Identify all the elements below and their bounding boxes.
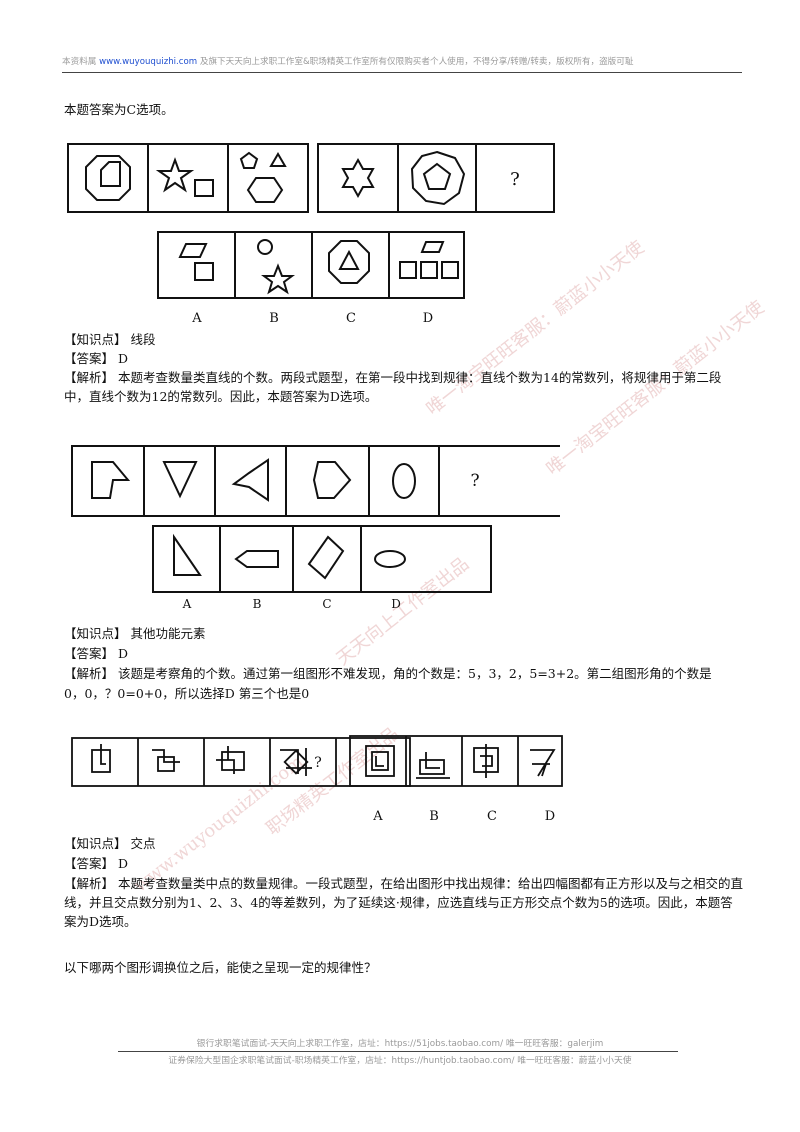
knowledge-label: 【知识点】 [64,836,127,851]
q2-option-c: C [322,597,331,611]
analysis-text: 本题考查数量类中点的数量规律。一段式题型，在给出图形中找出规律：给出四幅图都有正… [64,876,744,929]
knowledge-label: 【知识点】 [64,626,127,641]
header-suffix: 及旗下天天向上求职工作室&职场精英工作室所有仅限购买者个人使用，不得分享/转赠/… [197,57,634,67]
answer-value: D [118,351,129,366]
q3-answer-row: 【答案】 D [64,854,128,873]
q2-figure: ? A B C D [71,445,560,611]
q1-figure: ? A B C D [67,143,555,326]
footer-divider [118,1051,678,1052]
analysis-label: 【解析】 [64,666,115,681]
knowledge-value: 交点 [130,836,156,851]
q2-question-mark: ? [470,471,479,491]
q2-analysis-line2: 0，0，？0=0+0，所以选择D 第三个也是0 [64,686,310,701]
answer-label: 【答案】 [64,856,115,871]
q2-knowledge-row: 【知识点】 其他功能元素 [64,624,206,643]
q3-option-b: B [429,809,439,824]
q1-answer-row: 【答案】 D [64,349,128,368]
q2-option-b: B [253,597,262,611]
analysis-label: 【解析】 [64,876,115,891]
q3-analysis: 【解析】 本题考查数量类中点的数量规律。一段式题型，在给出图形中找出规律：给出四… [64,874,744,931]
footer-line-1: 银行求职笔试面试-天天向上求职工作室，店址：https://51jobs.tao… [196,1039,604,1049]
q3-figure: ? A B C D [71,735,563,824]
q1-option-b: B [269,311,279,326]
header-prefix: 本资料属 [62,57,100,67]
page-header: 本资料属 www.wuyouquizhi.com 及旗下天天向上求职工作室&职场… [62,54,742,73]
footer-line-2: 证券保险大型国企求职笔试面试-职场精英工作室，店址：https://huntjo… [168,1056,632,1066]
q3-option-d: D [545,809,555,824]
answer-label: 【答案】 [64,351,115,366]
q1-option-c: C [346,311,356,326]
knowledge-value: 线段 [130,332,156,347]
q2-option-d: D [391,597,401,611]
q1-question-mark: ? [510,169,520,190]
answer-label: 【答案】 [64,646,115,661]
q3-question-mark: ? [314,755,322,771]
knowledge-label: 【知识点】 [64,332,127,347]
q1-analysis: 【解析】 本题考查数量类直线的个数。两段式题型，在第一段中找到规律：直线个数为1… [64,368,744,406]
q1-option-a: A [191,311,202,326]
q3-knowledge-row: 【知识点】 交点 [64,834,156,853]
q1-option-d: D [423,311,433,326]
analysis-text: 本题考查数量类直线的个数。两段式题型，在第一段中找到规律：直线个数为14的常数列… [64,370,722,404]
site-link[interactable]: www.wuyouquizhi.com [99,57,198,67]
analysis-text: 该题是考察角的个数。通过第一组图形不难发现，角的个数是：5，3，2，5=3+2。… [118,666,712,681]
q3-option-c: C [487,809,497,824]
knowledge-value: 其他功能元素 [130,626,206,641]
answer-value: D [118,856,129,871]
answer-value: D [118,646,129,661]
q2-answer-row: 【答案】 D [64,644,128,663]
q1-answer-line: 本题答案为C选项。 [64,102,174,117]
analysis-label: 【解析】 [64,370,115,385]
q1-knowledge-row: 【知识点】 线段 [64,330,156,349]
q3-option-a: A [372,809,383,824]
q2-option-a: A [182,597,192,611]
q2-analysis-line1: 【解析】 该题是考察角的个数。通过第一组图形不难发现，角的个数是：5，3，2，5… [64,664,712,683]
next-question: 以下哪两个图形调换位之后，能使之呈现一定的规律性？ [64,960,377,975]
